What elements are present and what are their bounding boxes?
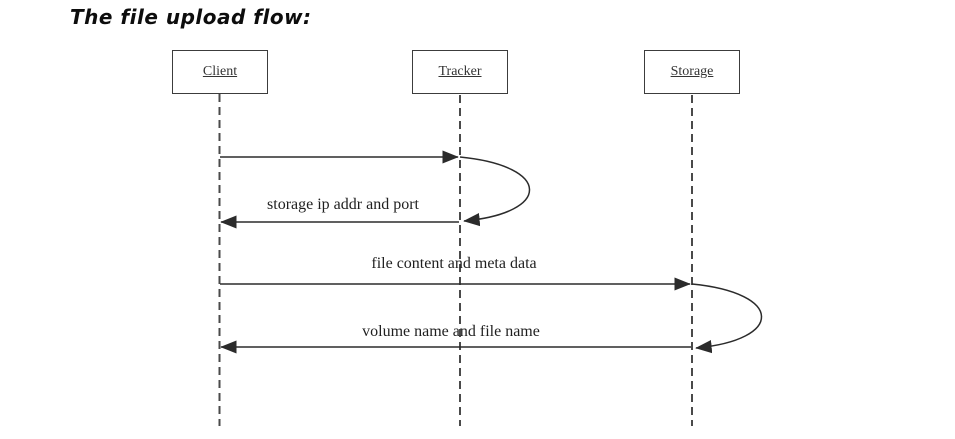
actor-box-client: Client (172, 50, 268, 94)
actor-box-tracker: Tracker (412, 50, 508, 94)
message-label-volume-name: volume name and file name (362, 323, 540, 340)
diagram-title: The file upload flow: (70, 5, 312, 29)
tracker-processing-arc (459, 156, 531, 227)
actor-label-tracker: Tracker (438, 64, 482, 79)
storage-processing-arc (691, 283, 763, 354)
actor-box-storage: Storage (644, 50, 740, 94)
actor-label-client: Client (202, 64, 238, 79)
message-label-file-content: file content and meta data (371, 255, 537, 272)
message-label-storage-ip: storage ip addr and port (267, 196, 419, 213)
actor-label-storage: Storage (670, 64, 714, 79)
